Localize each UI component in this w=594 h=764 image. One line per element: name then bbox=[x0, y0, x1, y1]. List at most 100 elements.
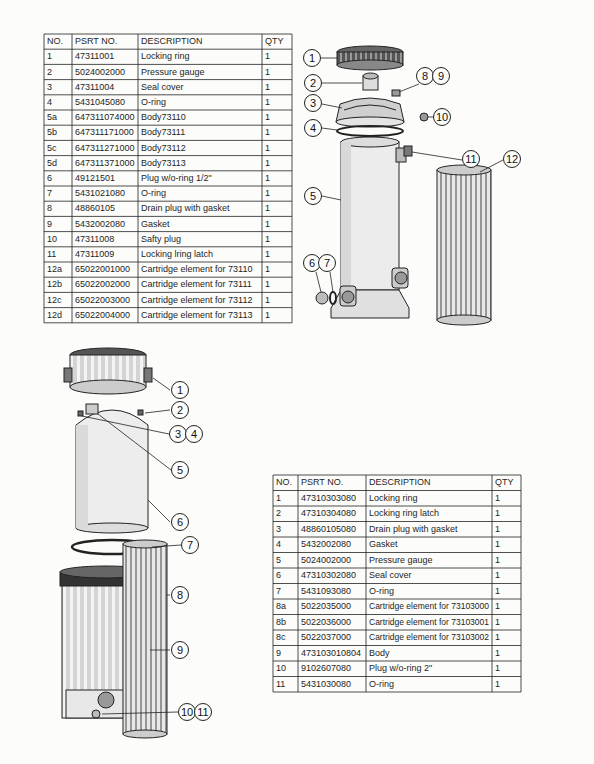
callout-circle bbox=[504, 151, 521, 168]
table-cell: 1 bbox=[495, 493, 500, 504]
table-cell: Cartridge element for 73103002 bbox=[369, 632, 489, 643]
table-cell: Drain plug with gasket bbox=[141, 203, 230, 214]
table-rule bbox=[273, 645, 521, 646]
table-rule bbox=[273, 599, 521, 600]
table-cell: 2 bbox=[276, 508, 281, 519]
table-rule bbox=[44, 79, 292, 80]
table-cell: 647311171000 bbox=[75, 127, 134, 138]
table-cell: O-ring bbox=[369, 679, 394, 690]
table-rule bbox=[44, 277, 292, 278]
table-cell: Seal cover bbox=[141, 82, 184, 93]
table-cell: 1 bbox=[495, 508, 500, 519]
table-cell: Body73112 bbox=[141, 143, 186, 154]
table-cell: 65022004000 bbox=[75, 310, 130, 321]
callout-circle bbox=[172, 587, 189, 604]
table-rule bbox=[44, 125, 292, 126]
table-rule bbox=[292, 34, 293, 323]
table-cell: 1 bbox=[47, 51, 52, 62]
table-cell: Locking ring latch bbox=[369, 508, 439, 519]
callout-number: 7 bbox=[187, 538, 193, 552]
table-cell: 1 bbox=[265, 97, 270, 108]
table-rule bbox=[44, 262, 292, 263]
table-cell: Cartridge element for 73113 bbox=[141, 310, 252, 321]
callout-number: 5 bbox=[177, 463, 183, 477]
callout-number: 9 bbox=[177, 643, 183, 657]
callout-circle bbox=[434, 109, 451, 126]
table-rule bbox=[44, 307, 292, 308]
callout-circle bbox=[463, 151, 480, 168]
table-rule bbox=[273, 661, 521, 662]
callout-number: 11 bbox=[465, 152, 476, 166]
table-cell: 647311074000 bbox=[75, 112, 134, 123]
callout-circle bbox=[172, 382, 189, 399]
callout-circle bbox=[433, 68, 450, 85]
table-cell: Locking ring bbox=[369, 493, 418, 504]
callout-number: 2 bbox=[177, 403, 183, 417]
table-cell: Cartridge element for 73112 bbox=[141, 295, 252, 306]
table-cell: 10 bbox=[276, 663, 286, 674]
callout-number: 8 bbox=[422, 69, 428, 83]
callout-circle bbox=[172, 402, 189, 419]
table-cell: 1 bbox=[265, 219, 270, 230]
table-rule bbox=[273, 521, 521, 522]
table-rule bbox=[44, 322, 292, 323]
table-header: PSRT NO. bbox=[75, 36, 117, 47]
table-rule bbox=[44, 170, 292, 171]
callout-circle bbox=[305, 95, 322, 112]
table-cell: 1 bbox=[265, 279, 270, 290]
table-rule bbox=[273, 676, 521, 677]
table-rule bbox=[273, 475, 521, 476]
table-cell: 473103010804 bbox=[301, 648, 361, 659]
table-rule bbox=[44, 34, 45, 323]
callout-circle bbox=[172, 462, 189, 479]
table-cell: 47311008 bbox=[75, 234, 114, 245]
table-cell: 5c bbox=[47, 143, 57, 154]
callout-number: 1 bbox=[309, 51, 315, 65]
table-cell: Body73111 bbox=[141, 127, 185, 138]
table-rule bbox=[44, 246, 292, 247]
table-header: DESCRIPTION bbox=[369, 477, 431, 488]
table-rule bbox=[44, 94, 292, 95]
table-rule bbox=[44, 216, 292, 217]
table-cell: Safty plug bbox=[141, 234, 181, 245]
callout-circle bbox=[305, 120, 322, 137]
callout-number: 6 bbox=[309, 256, 315, 270]
callout-number: 10 bbox=[436, 110, 448, 124]
table-cell: O-ring bbox=[141, 97, 166, 108]
table-cell: 48860105 bbox=[75, 203, 115, 214]
table-cell: 47311004 bbox=[75, 82, 114, 93]
callout-circle bbox=[172, 514, 189, 531]
table-cell: 5a bbox=[47, 112, 57, 123]
table-cell: 5022036000 bbox=[301, 617, 351, 628]
table-cell: 1 bbox=[265, 67, 270, 78]
callout-number: 8 bbox=[177, 588, 183, 602]
table-cell: 5d bbox=[47, 158, 57, 169]
table-cell: 1 bbox=[265, 158, 270, 169]
table-cell: 5 bbox=[276, 555, 281, 566]
callout-number: 4 bbox=[191, 427, 197, 441]
table-cell: 9102607080 bbox=[301, 663, 351, 674]
table-cell: 8b bbox=[276, 617, 286, 628]
table-cell: 49121501 bbox=[75, 173, 115, 184]
table-cell: 4 bbox=[47, 97, 52, 108]
table-cell: 5022037000 bbox=[301, 632, 351, 643]
table-cell: 1 bbox=[265, 234, 270, 245]
table-rule bbox=[44, 64, 292, 65]
callout-number: 5 bbox=[310, 189, 316, 203]
table-cell: 647311371000 bbox=[75, 158, 134, 169]
table-cell: Body73113 bbox=[141, 158, 186, 169]
table-cell: 6 bbox=[47, 173, 52, 184]
table-cell: 11 bbox=[47, 249, 56, 260]
callout-number: 10 bbox=[181, 705, 193, 719]
table-cell: 1 bbox=[265, 51, 270, 62]
table-cell: 1 bbox=[265, 295, 270, 306]
callout-circle bbox=[304, 255, 321, 272]
callout-circle bbox=[170, 426, 187, 443]
callout-circle bbox=[305, 188, 322, 205]
table-cell: 1 bbox=[495, 679, 500, 690]
table-rule bbox=[44, 49, 292, 50]
table-cell: 5432002080 bbox=[75, 219, 125, 230]
table-cell: 1 bbox=[495, 663, 500, 674]
table-cell: 1 bbox=[495, 524, 500, 535]
table-cell: Seal cover bbox=[369, 570, 412, 581]
